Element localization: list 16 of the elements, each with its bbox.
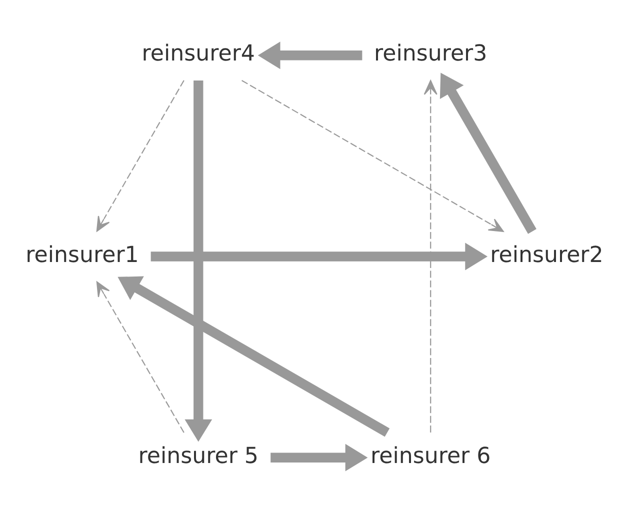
node-text: reinsurer3	[374, 40, 488, 67]
arrow	[96, 80, 184, 232]
arrow	[184, 80, 212, 442]
arrow	[150, 242, 488, 270]
arrow	[258, 42, 362, 70]
node-text: reinsurer 6	[370, 442, 491, 469]
node-text: reinsurer4	[142, 40, 255, 67]
arrow	[424, 80, 438, 432]
arrow	[118, 276, 390, 437]
arrow	[242, 80, 504, 232]
arrow	[440, 72, 536, 234]
arrow	[270, 444, 368, 472]
node-text: reinsurer1	[26, 242, 139, 268]
arrow	[96, 281, 184, 433]
node-text: reinsurer 5	[138, 442, 258, 469]
node-text: reinsurer2	[490, 242, 604, 268]
